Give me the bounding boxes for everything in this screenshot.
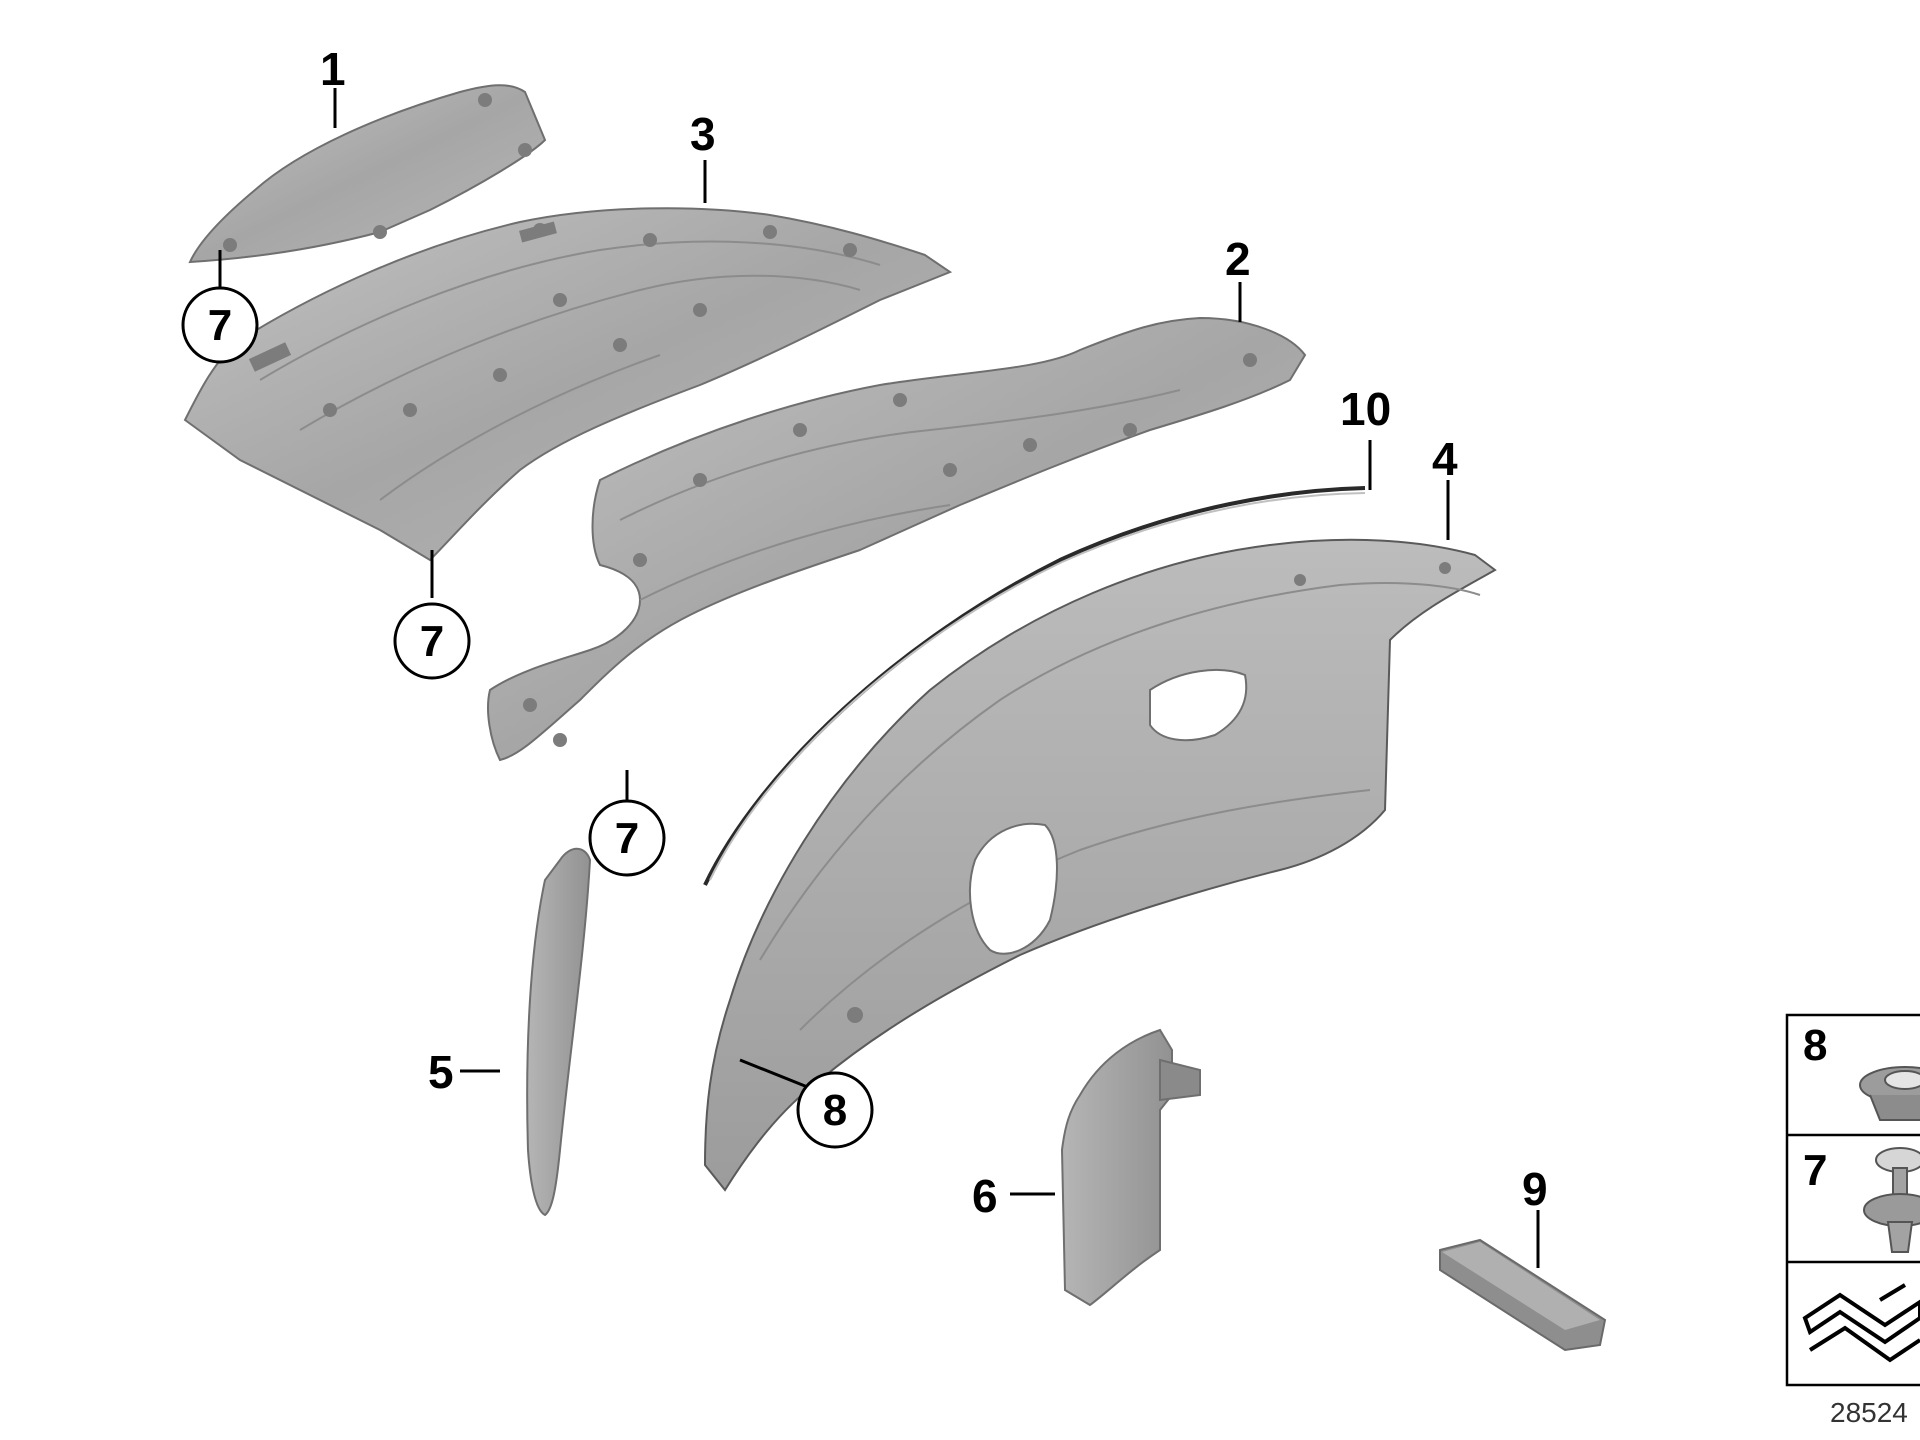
part-3-panel bbox=[183, 207, 953, 562]
callout-7-lower: 7 bbox=[615, 814, 639, 863]
callout-9: 9 bbox=[1522, 1163, 1548, 1215]
callout-6: 6 bbox=[972, 1170, 998, 1222]
callout-5: 5 bbox=[428, 1046, 454, 1098]
part-1-panel bbox=[188, 84, 547, 264]
callout-10: 10 bbox=[1340, 383, 1391, 435]
circled-callout-7c: 7 bbox=[588, 799, 666, 877]
callout-7-middle: 7 bbox=[420, 617, 444, 666]
callout-1: 1 bbox=[320, 43, 346, 95]
circled-callout-7b: 7 bbox=[393, 602, 471, 680]
legend-label-8: 8 bbox=[1803, 1021, 1827, 1070]
fastener-legend: 8 7 bbox=[1785, 1013, 1920, 1387]
grommet-icon bbox=[1859, 1066, 1920, 1121]
callout-7-top: 7 bbox=[208, 301, 232, 350]
leader-lines bbox=[218, 88, 1540, 1268]
part-9-pad bbox=[1439, 1238, 1607, 1352]
push-clip-icon bbox=[1863, 1147, 1920, 1253]
callout-2: 2 bbox=[1225, 233, 1251, 285]
part-4-bulkhead bbox=[703, 538, 1497, 1192]
legend-label-7: 7 bbox=[1803, 1146, 1827, 1195]
circled-callout-7a: 7 bbox=[181, 286, 259, 364]
callout-3: 3 bbox=[690, 108, 716, 160]
circled-callout-8: 8 bbox=[796, 1071, 874, 1149]
folded-panel-icon bbox=[1802, 1283, 1920, 1363]
part-2-panel bbox=[487, 316, 1307, 762]
callouts: 1 3 2 10 4 5 6 9 bbox=[320, 43, 1548, 1222]
part-5-strip bbox=[526, 847, 592, 1217]
callout-4: 4 bbox=[1432, 433, 1458, 485]
part-6-bracket bbox=[1060, 1028, 1201, 1307]
diagram-reference-number: 28524 bbox=[1830, 1397, 1908, 1428]
part-10-strip bbox=[703, 486, 1366, 886]
callout-8: 8 bbox=[823, 1086, 847, 1135]
